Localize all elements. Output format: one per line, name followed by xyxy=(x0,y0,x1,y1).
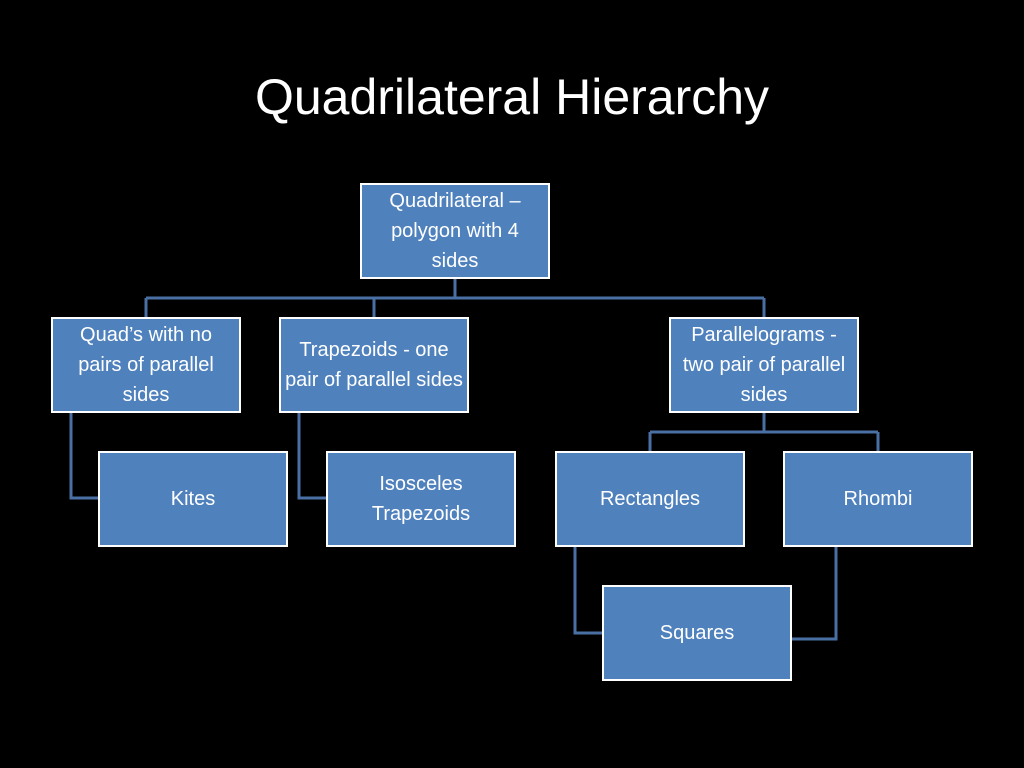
node-trapezoids: Trapezoids - one pair of parallel sides xyxy=(279,317,469,413)
node-trapezoids-label: Trapezoids - one pair of parallel sides xyxy=(285,339,463,391)
node-kites: Kites xyxy=(98,451,288,547)
connector-rectangles-to-squares xyxy=(573,546,603,635)
node-squares-label: Squares xyxy=(659,622,735,644)
node-no-parallel: Quad’s with no pairs of parallel sides xyxy=(51,317,241,413)
node-squares: Squares xyxy=(602,585,792,681)
node-rectangles-label: Rectangles xyxy=(599,488,701,510)
node-kites-label: Kites xyxy=(170,488,216,510)
node-parallelograms-label: Parallelograms - two pair of parallel si… xyxy=(682,324,846,406)
node-rhombi-label: Rhombi xyxy=(843,488,913,510)
node-rhombi: Rhombi xyxy=(783,451,973,547)
node-isosceles-trapezoids: Isosceles Trapezoids xyxy=(326,451,516,547)
node-quadrilateral-label: Quadrilateral – polygon with 4 sides xyxy=(389,190,521,272)
connector-trapezoids-to-isosceles-trapezoids xyxy=(297,412,327,500)
connector-parallelograms-to-level3 xyxy=(648,412,880,452)
node-quadrilateral: Quadrilateral – polygon with 4 sides xyxy=(360,183,550,279)
node-rectangles: Rectangles xyxy=(555,451,745,547)
connector-quadrilateral-to-level1 xyxy=(144,278,766,318)
node-no-parallel-label: Quad’s with no pairs of parallel sides xyxy=(78,324,214,406)
slide-title: Quadrilateral Hierarchy xyxy=(254,69,770,125)
connector-rhombi-to-squares xyxy=(792,546,838,641)
node-isosceles-trapezoids-label: Isosceles Trapezoids xyxy=(371,473,471,525)
node-parallelograms: Parallelograms - two pair of parallel si… xyxy=(669,317,859,413)
connector-no-parallel-to-kites xyxy=(69,412,99,500)
